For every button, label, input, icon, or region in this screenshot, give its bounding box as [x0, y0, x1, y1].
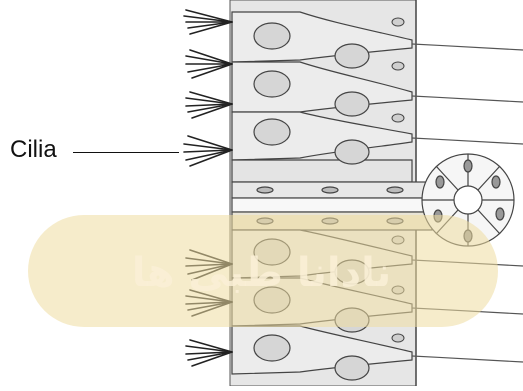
ciliated-cell [232, 160, 412, 182]
nucleus [254, 119, 290, 145]
nucleus [254, 23, 290, 49]
duct-nucleus [322, 187, 338, 193]
watermark-text: نادانا طبی ها [0, 250, 523, 296]
cilia-tuft [186, 92, 232, 118]
acinar-nucleus [492, 176, 500, 188]
nucleus [254, 335, 290, 361]
basal-nucleus [392, 18, 404, 26]
cilia-tuft [186, 340, 232, 366]
cilia-tuft [186, 50, 232, 78]
duct-lumen [232, 198, 432, 212]
nucleus [335, 140, 369, 164]
basal-nucleus [392, 334, 404, 342]
acinar-nucleus [464, 160, 472, 172]
cilia-tuft [184, 10, 232, 34]
acinus-lumen [454, 186, 482, 214]
nucleus [254, 71, 290, 97]
nucleus [335, 44, 369, 68]
nucleus [335, 92, 369, 116]
cilia-tuft [184, 136, 232, 166]
duct-nucleus [387, 187, 403, 193]
duct-nucleus [257, 187, 273, 193]
acinar-nucleus [496, 208, 504, 220]
nucleus [335, 356, 369, 380]
acinar-nucleus [436, 176, 444, 188]
basal-nucleus [392, 114, 404, 122]
cilia-label: Cilia [10, 136, 57, 164]
basal-nucleus [392, 62, 404, 70]
cilia-leader-line [73, 152, 179, 153]
